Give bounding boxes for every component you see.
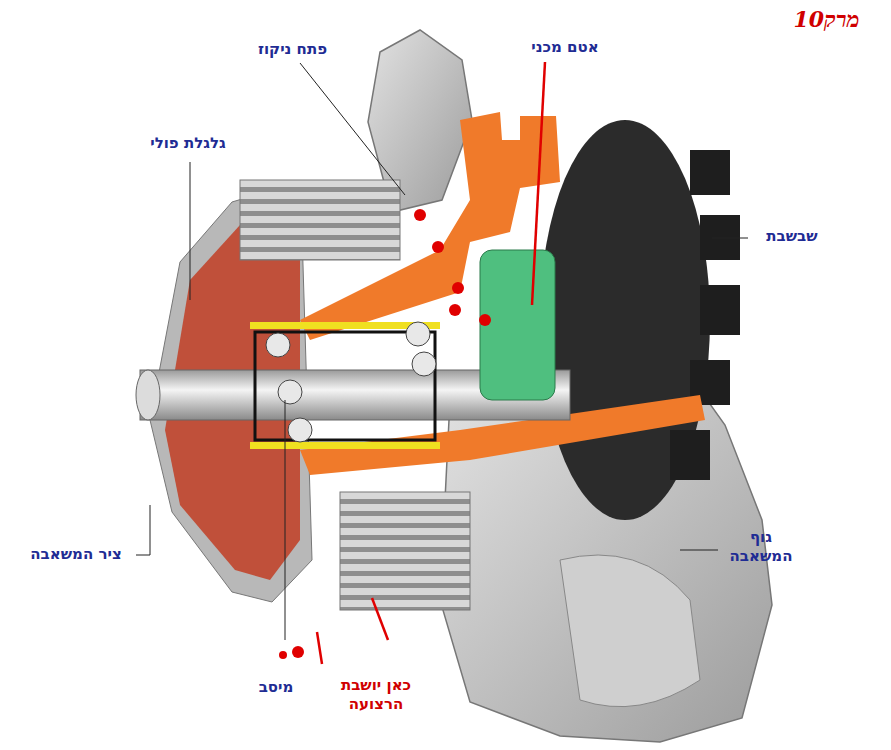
red-dots-part (432, 241, 444, 253)
part-label: מיסב (248, 678, 304, 697)
leader-lines (136, 63, 748, 640)
part-label: פתח ניקוז (240, 40, 345, 59)
red-dots-part (279, 651, 287, 659)
pulley-part (240, 180, 400, 260)
bearing-part (266, 333, 290, 357)
impeller-part (670, 430, 710, 480)
leader-lines-part (136, 505, 150, 555)
bearing-part (278, 380, 302, 404)
part-label: גלגלת פולי (128, 134, 248, 153)
watermark: מרק10 (768, 6, 885, 34)
impeller-part (700, 285, 740, 335)
leader-lines-part (285, 400, 286, 640)
red-dots (279, 209, 491, 659)
leader-lines-part (300, 63, 405, 195)
bearing-part (250, 442, 440, 449)
part-label: אטם מכני (510, 38, 620, 57)
red-dots-part (449, 304, 461, 316)
pulley-part (340, 492, 470, 610)
mechanical-seal (480, 250, 555, 400)
leader-lines-part (712, 238, 748, 239)
bearing-part (406, 322, 430, 346)
part-label: שבשבת (752, 227, 832, 246)
pump-shaft-part (136, 370, 160, 420)
bearing-part (255, 332, 435, 440)
red-dots-part (479, 314, 491, 326)
impeller-part (540, 120, 710, 520)
red-leader-lines-part (532, 62, 545, 305)
leader-lines-part (190, 162, 191, 300)
red-dots-part (452, 282, 464, 294)
red-dots-part (292, 646, 304, 658)
leader-lines-part (680, 550, 718, 551)
impeller (540, 120, 740, 520)
bearing-part (288, 418, 312, 442)
housing-cut (300, 112, 705, 475)
bearing (250, 322, 440, 449)
pump-body-part (560, 555, 700, 707)
note-label: כאן יושבת הרצועה (320, 676, 432, 714)
part-label: גוף המשאבה (722, 528, 800, 566)
impeller-part (690, 150, 730, 195)
red-leader-lines (317, 62, 545, 664)
red-dots-part (414, 209, 426, 221)
part-label: ציר המשאבה (16, 545, 136, 564)
red-leader-lines-part (317, 632, 322, 664)
bearing-part (412, 352, 436, 376)
red-leader-lines-part (372, 598, 388, 640)
mechanical-seal-part (480, 250, 555, 400)
